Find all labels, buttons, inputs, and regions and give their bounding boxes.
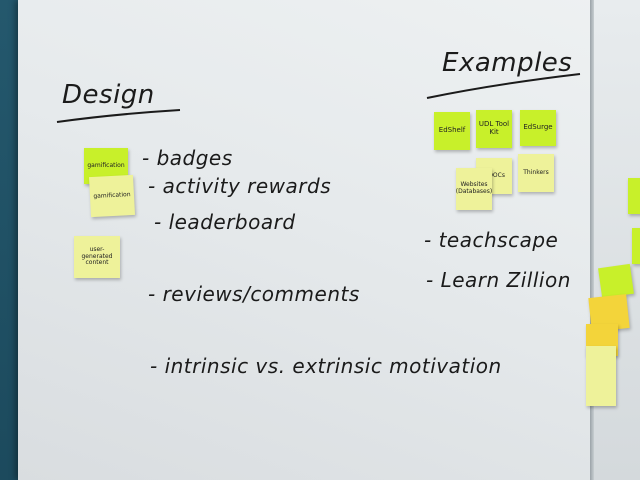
edshelf-sticky-note: EdShelf [434,112,470,150]
examples-heading: Examples [442,48,573,78]
gamification-sticky-note-2: gamification [88,174,136,218]
design-heading-underline [56,109,181,123]
design-heading: Design [62,80,155,110]
examples-item-teachscape: - teachscape [424,228,559,252]
examples-heading-underline [426,73,581,99]
whiteboard-frame-edge [590,0,594,480]
right-board-sticky-note [632,228,640,264]
design-item-activity-rewards: - activity rewards [148,174,332,198]
design-item-reviews-comments: - reviews/comments [148,282,360,306]
right-board-sticky-note [586,346,616,406]
websites-sticky-note: Websites (Databases) [456,168,492,210]
thinkers-sticky-note: Thinkers [518,154,554,192]
design-item-badges: - badges [142,146,233,170]
user-generated-content-sticky-note: user-generated content [74,236,120,278]
udl-toolkit-sticky-note: UDL Tool Kit [476,110,512,148]
design-item-leaderboard: - leaderboard [154,210,296,234]
right-board-sticky-note [598,263,634,299]
design-item-motivation: - intrinsic vs. extrinsic motivation [150,354,502,378]
right-board-sticky-note [628,178,640,214]
edsurge-sticky-note: EdSurge [520,110,556,146]
examples-item-learn-zillion: - Learn Zillion [426,268,571,292]
